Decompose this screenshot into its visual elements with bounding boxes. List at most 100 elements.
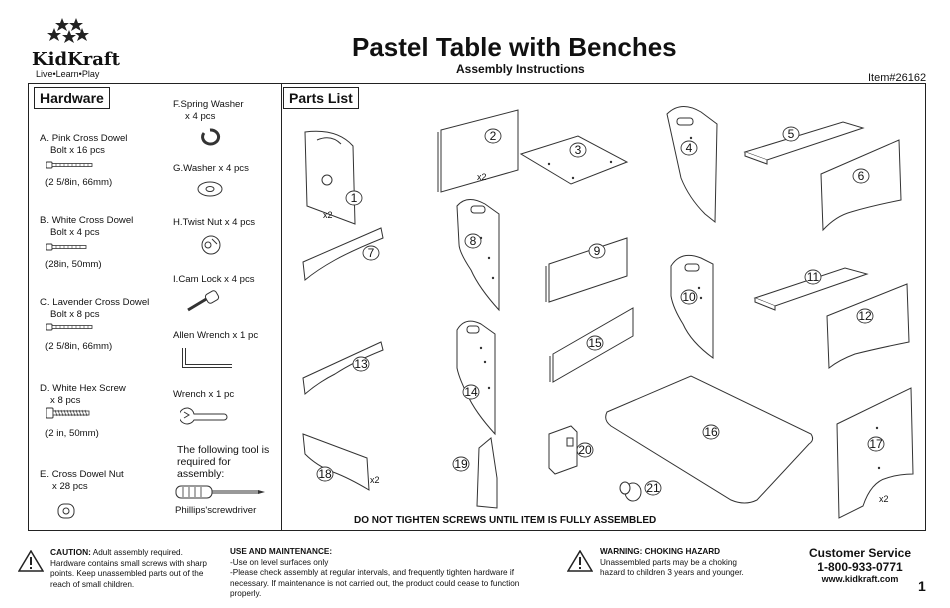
brand-name: KidKraft	[32, 49, 120, 70]
part-number-badge	[680, 140, 698, 156]
cross-dowel-nut-icon	[57, 503, 75, 519]
part-number-badge	[852, 168, 870, 184]
part-number-8: 8	[470, 234, 477, 248]
part-12	[826, 283, 910, 370]
wrench-label: Wrench x 1 pc	[173, 389, 235, 400]
part-number-badge	[464, 233, 482, 249]
part-number-10: 10	[682, 290, 696, 304]
part-21	[619, 481, 642, 502]
hardware-a: A. Pink Cross Dowel Bolt x 16 pcs	[40, 133, 127, 156]
part-number-badge	[316, 466, 334, 482]
part-number-3: 3	[575, 143, 582, 157]
part-number-4: 4	[686, 141, 693, 155]
part-number-badge	[702, 424, 720, 440]
part-9	[545, 237, 628, 303]
page-title: Pastel Table with Benches	[352, 32, 677, 62]
part-5	[743, 121, 865, 165]
x2-label: x2	[323, 210, 333, 220]
customer-service-title: Customer Service	[808, 546, 912, 560]
hardware-h-name: H.Twist Nut x 4 pcs	[173, 217, 256, 228]
choking-hazard: WARNING: CHOKING HAZARD Unassembled part…	[600, 547, 760, 579]
part-number-badge	[452, 456, 470, 472]
cross-dowel-bolt-icon	[46, 161, 93, 169]
hardware-b: B. White Cross Dowel Bolt x 4 pcs	[40, 215, 133, 238]
part-number-11: 11	[807, 270, 820, 284]
hardware-g-name: G.Washer x 4 pcs	[173, 163, 249, 174]
customer-service-web: www.kidkraft.com	[821, 574, 899, 584]
hardware-heading: Hardware	[34, 87, 110, 109]
hardware-f: F.Spring Washer x 4 pcs	[173, 99, 244, 122]
hardware-c: C. Lavender Cross Dowel Bolt x 8 pcs	[40, 297, 149, 320]
x2-label: x2	[370, 475, 380, 485]
use-line-2: -Please check assembly at regular interv…	[230, 568, 520, 598]
part-7	[302, 227, 384, 281]
spring-washer-icon	[201, 128, 221, 146]
hardware-a-name: A. Pink Cross Dowel	[40, 133, 128, 144]
part-1	[304, 130, 356, 225]
part-number-19: 19	[454, 457, 468, 471]
part-number-badge	[576, 442, 594, 458]
twist-nut-icon	[201, 235, 221, 255]
washer-icon	[197, 181, 223, 197]
part-number-badge	[352, 356, 370, 372]
use-heading: USE AND MAINTENANCE:	[230, 547, 333, 556]
part-2	[437, 109, 519, 193]
part-number-badge	[856, 308, 874, 324]
part-11	[753, 267, 869, 311]
tool-note: The following tool is required for assem…	[177, 444, 270, 480]
brand-logo: KidKraft Live•Learn•Play	[32, 16, 120, 80]
customer-service-phone: 1-800-933-0771	[817, 560, 903, 574]
hardware-b-name: B. White Cross Dowel	[40, 215, 134, 226]
part-number-badge	[345, 190, 363, 206]
part-number-16: 16	[704, 425, 718, 439]
hardware-f-name: F.Spring Washer	[173, 99, 244, 110]
part-number-badge	[586, 335, 604, 351]
hardware-a-size: (2 5/8in, 66mm)	[45, 177, 113, 188]
allen-wrench-icon	[182, 348, 232, 368]
hardware-c-qty: Bolt x 8 pcs	[50, 308, 100, 320]
caution-note: CAUTION: Adult assembly required. Hardwa…	[50, 547, 210, 590]
hardware-i-name: I.Cam Lock x 4 pcs	[173, 274, 255, 285]
cam-lock-icon	[187, 290, 220, 312]
x2-label: x2	[477, 172, 487, 182]
hex-screw-icon	[46, 407, 90, 419]
hardware-b-qty: Bolt x 4 pcs	[50, 226, 100, 238]
assembly-warning: DO NOT TIGHTEN SCREWS UNTIL ITEM IS FULL…	[354, 515, 657, 526]
part-number-badge	[867, 436, 885, 452]
part-number-badge	[462, 384, 480, 400]
part-number-18: 18	[318, 467, 332, 481]
part-number-17: 17	[869, 437, 883, 451]
customer-service: Customer Service 1-800-933-0771 www.kidk…	[800, 546, 920, 584]
part-number-badge	[644, 480, 662, 496]
hardware-a-qty: Bolt x 16 pcs	[50, 144, 105, 156]
part-number-badge	[588, 243, 606, 259]
hardware-d-name: D. White Hex Screw	[40, 383, 126, 394]
item-number: Item#26162	[868, 72, 927, 84]
part-number-14: 14	[464, 385, 478, 399]
wrench-icon	[180, 407, 228, 425]
part-6	[820, 139, 902, 232]
warning-triangle-icon	[567, 550, 593, 572]
cross-dowel-bolt-icon	[46, 323, 93, 331]
parts-panel	[281, 83, 926, 531]
brand-tagline: Live•Learn•Play	[36, 69, 100, 79]
part-number-2: 2	[490, 129, 497, 143]
stars-icon	[47, 18, 89, 43]
use-line-1: -Use on level surfaces only	[230, 557, 329, 567]
caution-body: Adult assembly required. Hardware contai…	[50, 548, 207, 589]
part-10	[670, 254, 714, 359]
hardware-e-qty: x 28 pcs	[52, 480, 88, 492]
cross-dowel-bolt-icon	[46, 243, 87, 251]
part-number-1: 1	[351, 191, 358, 205]
part-16	[605, 375, 814, 504]
part-number-13: 13	[354, 357, 368, 371]
hardware-d-qty: x 8 pcs	[50, 394, 81, 406]
tool-name: Phillips'screwdriver	[175, 505, 257, 516]
choking-body: Unassembled parts may be a choking hazar…	[600, 557, 744, 578]
part-number-badge	[782, 126, 800, 142]
hardware-d-size: (2 in, 50mm)	[45, 428, 99, 439]
part-20	[548, 425, 578, 475]
part-3	[519, 135, 629, 185]
part-number-9: 9	[594, 244, 601, 258]
